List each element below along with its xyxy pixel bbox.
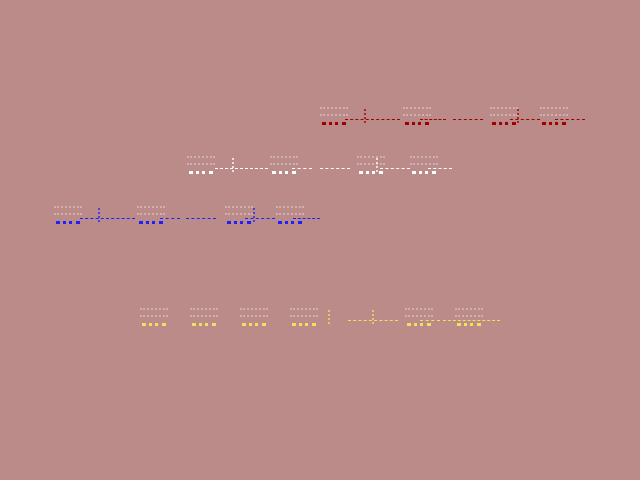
sketch-bar (328, 310, 332, 324)
dashed-connector (186, 218, 216, 219)
dashed-connector (443, 320, 500, 321)
dashed-connector (510, 119, 540, 120)
sketch-blob (240, 308, 268, 326)
sketch-blob (540, 107, 568, 125)
dashed-connector (292, 168, 312, 169)
sketch-blob (405, 308, 433, 326)
sketch-bar (517, 109, 521, 123)
dashed-connector (160, 218, 180, 219)
sketch-blob (290, 308, 318, 326)
dashed-connector (555, 119, 585, 120)
dashed-connector (215, 168, 268, 169)
sketch-blob (276, 206, 304, 224)
sketch-blob (187, 156, 215, 174)
sketch-blob (357, 156, 385, 174)
sketch-bar (376, 158, 380, 172)
sketch-blob (190, 308, 218, 326)
dashed-connector (428, 168, 452, 169)
dashed-connector (80, 218, 135, 219)
sketch-blob (225, 206, 253, 224)
dashed-connector (420, 119, 446, 120)
sketch-blob (270, 156, 298, 174)
sketch-bar (364, 109, 368, 123)
dashed-connector (345, 119, 400, 120)
sketch-blob (455, 308, 483, 326)
sketch-blob (410, 156, 438, 174)
dashed-connector (320, 168, 350, 169)
sketch-bar (253, 208, 257, 222)
dashed-connector (420, 320, 440, 321)
sketch-bar (98, 208, 102, 222)
sketch-blob (54, 206, 82, 224)
sketch-blob (320, 107, 348, 125)
dashed-connector (293, 218, 320, 219)
sketch-blob (490, 107, 518, 125)
sketch-blob (403, 107, 431, 125)
sketch-bar (232, 158, 236, 172)
dashed-connector (245, 218, 275, 219)
sketch-blob (137, 206, 165, 224)
sketch-bar (372, 310, 376, 324)
dashed-connector (453, 119, 483, 120)
sketch-blob (140, 308, 168, 326)
dashed-connector (380, 168, 410, 169)
